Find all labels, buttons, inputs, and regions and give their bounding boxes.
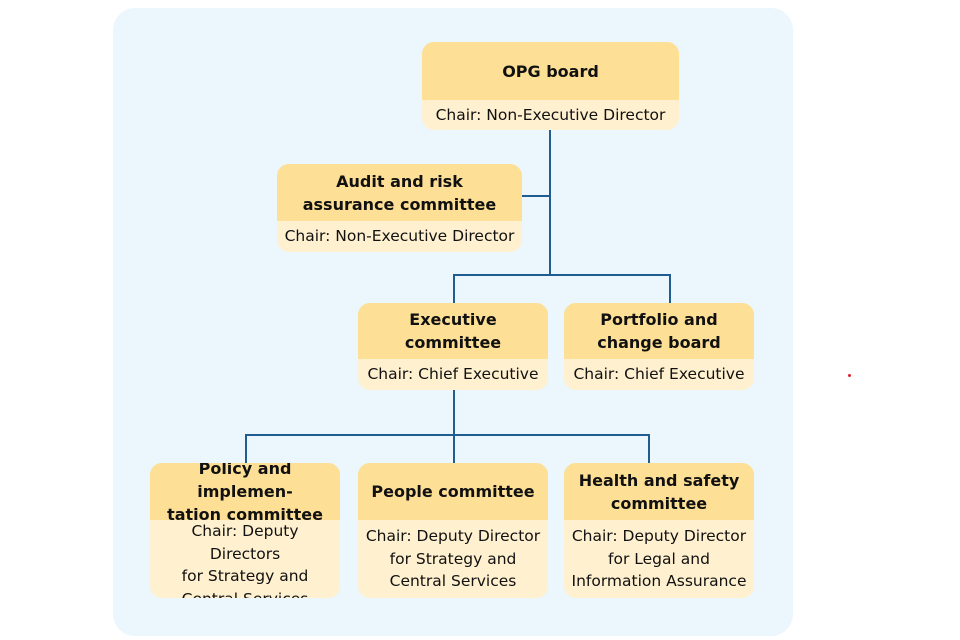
node-audit-risk: Audit and risk assurance committee Chair… — [277, 164, 522, 252]
node-title: OPG board — [422, 42, 679, 100]
stray-red-dot — [848, 374, 851, 377]
node-people: People committee Chair: Deputy Director … — [358, 463, 548, 598]
node-health-safety: Health and safety committee Chair: Deput… — [564, 463, 754, 598]
node-title: Executive committee — [358, 303, 548, 359]
node-chair: Chair: Chief Executive — [573, 365, 745, 384]
node-opg-board: OPG board Chair: Non-Executive Director — [422, 42, 679, 130]
node-portfolio: Portfolio and change board Chair: Chief … — [564, 303, 754, 390]
node-title: Portfolio and change board — [564, 303, 754, 359]
node-policy: Policy and implemen- tation committee Ch… — [150, 463, 340, 598]
node-title: Health and safety committee — [564, 463, 754, 520]
node-chair: Chair: Deputy Director for Legal and Inf… — [571, 527, 747, 591]
node-chair: Chair: Non-Executive Director — [284, 227, 515, 246]
node-title: People committee — [358, 463, 548, 520]
node-executive: Executive committee Chair: Chief Executi… — [358, 303, 548, 390]
node-title: Policy and implemen- tation committee — [150, 463, 340, 524]
node-chair: Chair: Chief Executive — [367, 365, 539, 384]
node-chair: Chair: Non-Executive Director — [435, 105, 666, 124]
node-title: Audit and risk assurance committee — [277, 164, 522, 221]
node-chair: Chair: Deputy Directors for Strategy and… — [181, 522, 309, 598]
node-chair: Chair: Deputy Director for Strategy and … — [365, 527, 541, 591]
